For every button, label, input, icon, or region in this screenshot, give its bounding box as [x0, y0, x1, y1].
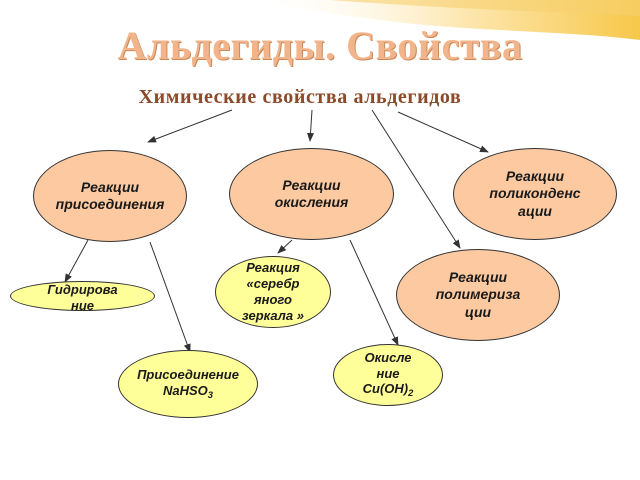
cuoh2-subscript: 2	[408, 388, 414, 399]
arrow-to-cuoh2	[349, 239, 399, 346]
nahso3-subscript: 3	[207, 389, 213, 400]
node-nahso3-addition: Присоединение NaHSO3	[118, 350, 258, 418]
arrow-to-hydrogenation	[64, 239, 89, 283]
diagram-subtitle: Химические свойства альдегидов	[138, 86, 462, 108]
node-polycondensation-reactions: Реакции поликонденс ации	[453, 148, 617, 240]
node-polymerization-reactions: Реакции полимериза ции	[396, 249, 560, 341]
arrow-to-addition	[147, 109, 233, 143]
node-addition-reactions: Реакции присоединения	[33, 150, 187, 242]
node-oxidation-reactions: Реакции окисления	[229, 148, 394, 240]
page-title: Альдегиды. Свойства	[117, 23, 523, 68]
arrow-to-oxidation	[307, 109, 315, 142]
arrow-to-nahso3	[149, 241, 191, 353]
node-hydrogenation: Гидрирова ние	[10, 281, 155, 313]
arrow-to-polymerization	[371, 109, 461, 249]
arrow-to-polycondensation	[397, 111, 489, 153]
arrow-to-silver-mirror	[277, 239, 293, 254]
node-cuoh2-oxidation: Окисле ние Cu(OH)2	[333, 344, 443, 406]
node-silver-mirror: Реакция «серебр яного зеркала »	[215, 256, 331, 328]
